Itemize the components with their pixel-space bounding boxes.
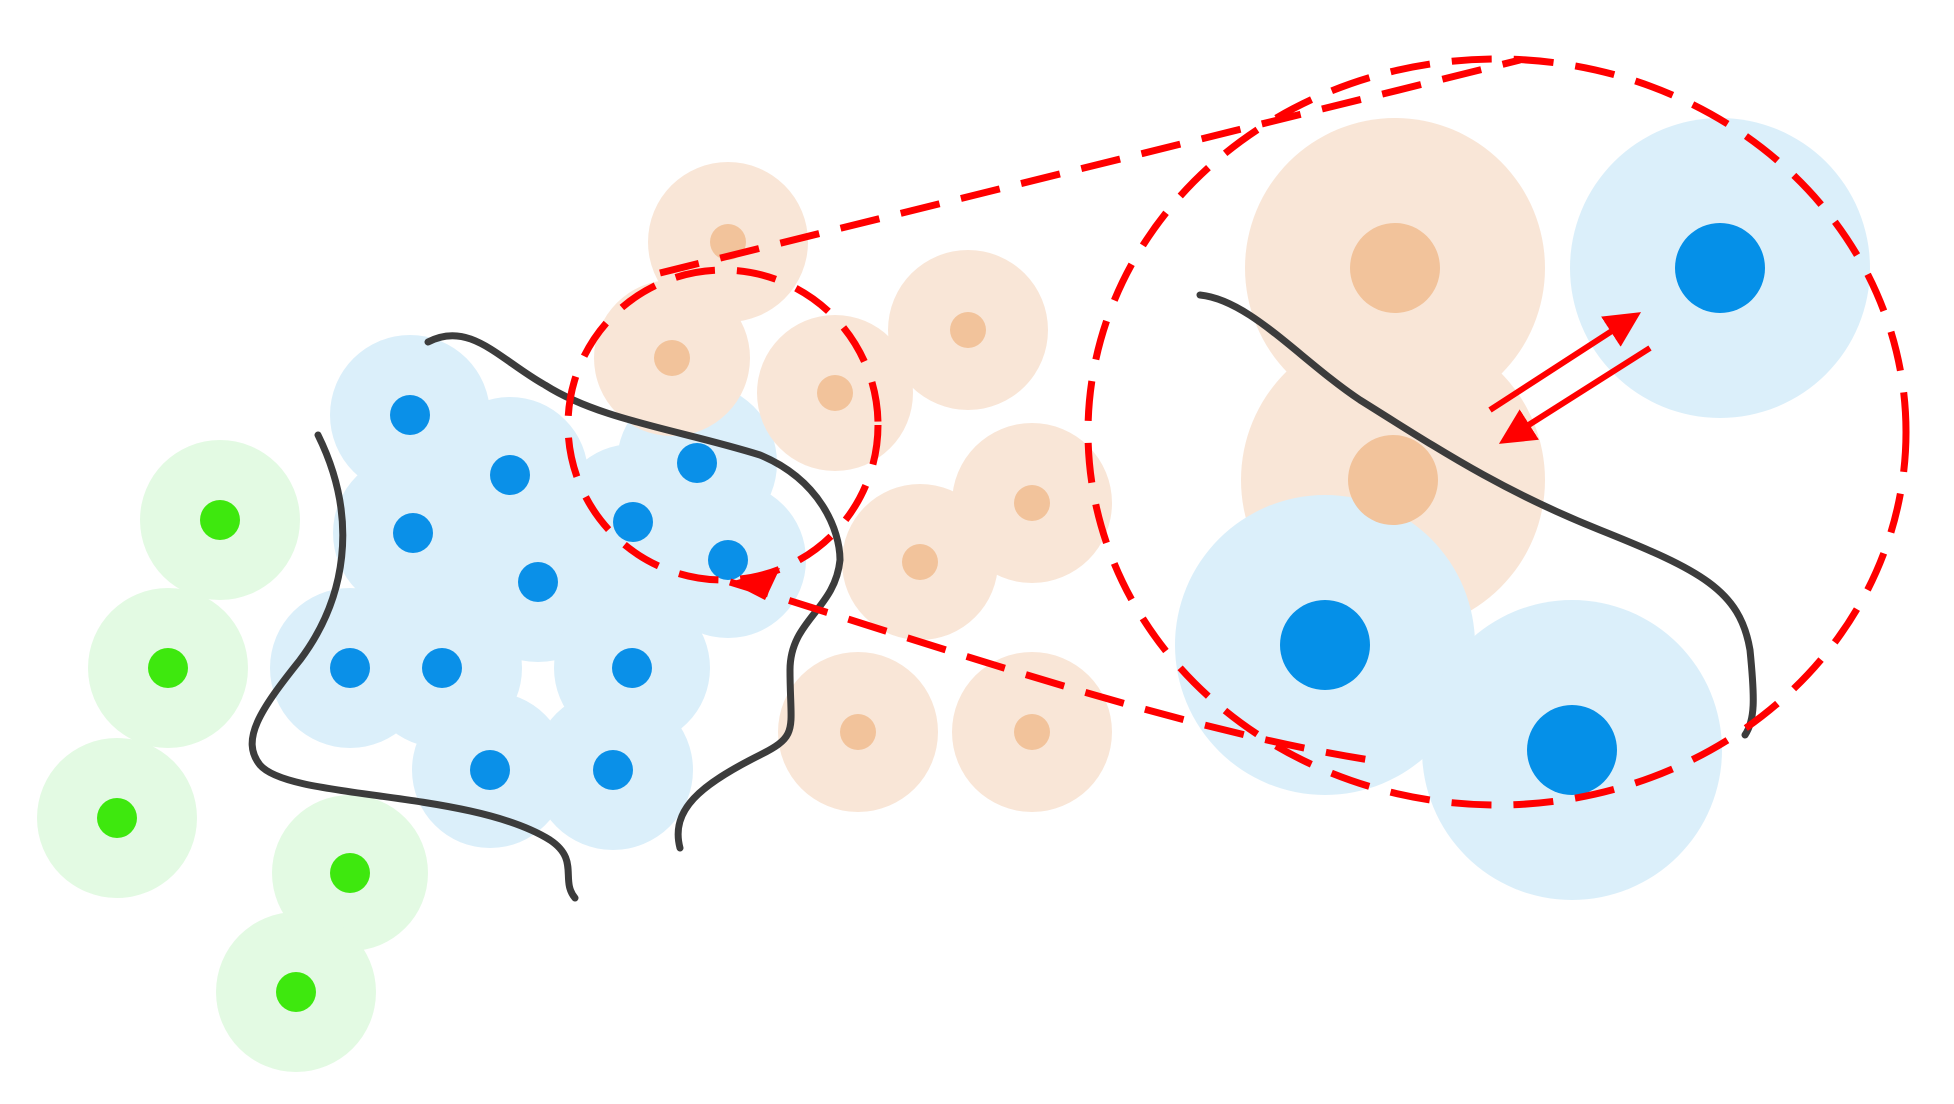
- halo-layer: [37, 118, 1870, 1072]
- zoom-connector-arrowhead: [730, 568, 780, 600]
- push-arrow-in: [1498, 345, 1652, 444]
- zoom-connector-top: [659, 56, 1521, 277]
- blue-point-core: [390, 395, 430, 435]
- zoom-large-ellipse: [1084, 55, 1910, 809]
- orange-point-core: [840, 714, 876, 750]
- zoom-highlight: [564, 55, 1910, 809]
- orange-point-core: [817, 375, 853, 411]
- blue-point-core: [708, 540, 748, 580]
- blue-point-core: [1675, 223, 1765, 313]
- orange-point-core: [1348, 435, 1438, 525]
- blue-point-core: [593, 750, 633, 790]
- orange-point-core: [1014, 714, 1050, 750]
- orange-point-core: [950, 312, 986, 348]
- orange-point-core: [654, 340, 690, 376]
- boundary-curve-zoomed: [1196, 291, 1757, 739]
- green-point-core: [276, 972, 316, 1012]
- green-point-core: [97, 798, 137, 838]
- orange-point-core: [1014, 485, 1050, 521]
- decision-boundary-layer: [248, 291, 1757, 902]
- blue-point-core: [470, 750, 510, 790]
- green-point-core: [200, 500, 240, 540]
- blue-point-core: [490, 455, 530, 495]
- blue-point-core: [518, 562, 558, 602]
- blue-point-core: [422, 648, 462, 688]
- blue-point-core: [613, 502, 653, 542]
- blue-point-core: [1280, 600, 1370, 690]
- core-layer: [97, 223, 1765, 1012]
- boundary-curve-left: [248, 431, 579, 902]
- blue-point-core: [677, 443, 717, 483]
- blue-point-core: [612, 648, 652, 688]
- green-point-core: [330, 853, 370, 893]
- zoom-connector-bottom: [728, 578, 1371, 764]
- push-arrow-out: [1488, 312, 1642, 413]
- boundary-curve-middle: [424, 332, 844, 852]
- blue-point-core: [1527, 705, 1617, 795]
- blue-point-core: [330, 648, 370, 688]
- blue-point-core: [393, 513, 433, 553]
- orange-point-core: [1350, 223, 1440, 313]
- orange-point-core: [902, 544, 938, 580]
- zoom-small-circle: [564, 266, 882, 584]
- green-point-core: [148, 648, 188, 688]
